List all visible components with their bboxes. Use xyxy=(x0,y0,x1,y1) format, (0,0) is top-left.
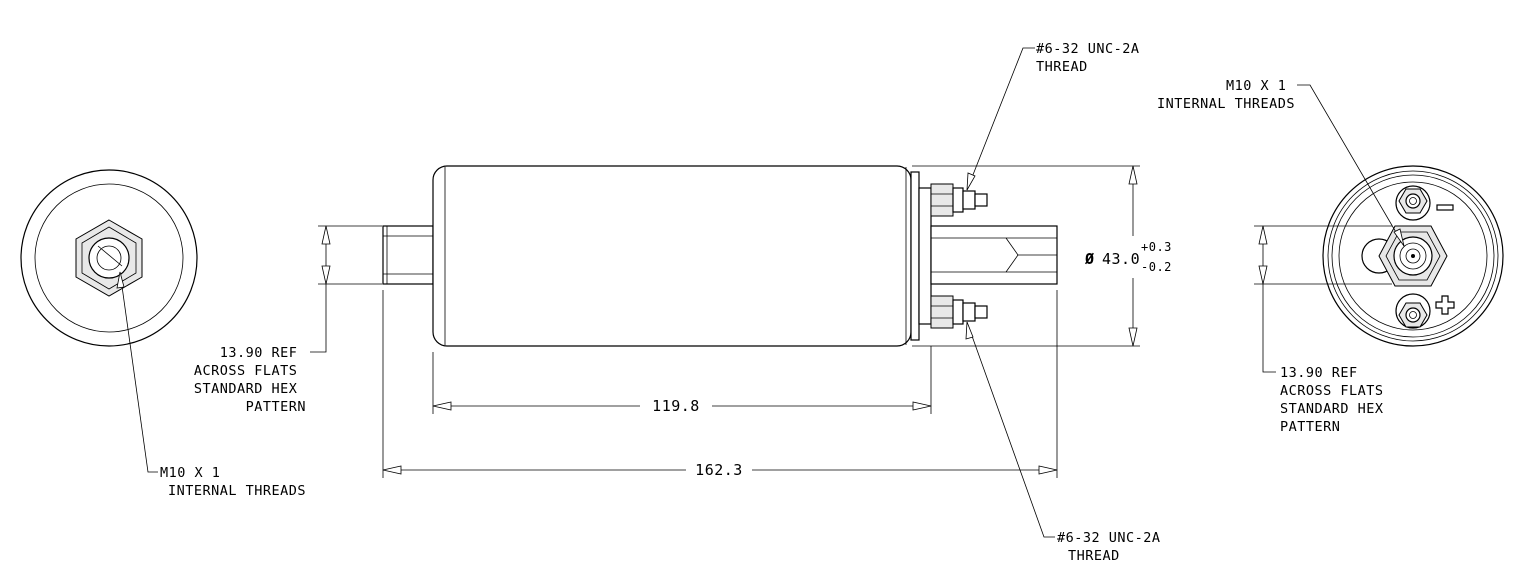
left-hex-line-3: STANDARD HEX xyxy=(194,381,298,397)
right-hex-line-3: STANDARD HEX xyxy=(1280,401,1384,417)
diameter-dimension xyxy=(912,165,1140,347)
right-hex-callout: 13.90 REF ACROSS FLATS STANDARD HEX PATT… xyxy=(1280,365,1392,435)
left-thread-callout: M10 X 1 INTERNAL THREADS xyxy=(160,465,306,499)
left-hex-inner xyxy=(81,226,137,290)
left-port-outer xyxy=(88,237,130,279)
right-hex-line-1: 13.90 REF xyxy=(1280,365,1358,381)
top-terminal-leader xyxy=(966,47,1035,191)
plus-icon xyxy=(1435,295,1455,315)
left-thread-line-2: INTERNAL THREADS xyxy=(168,483,306,499)
inlet-fitting xyxy=(382,225,434,285)
right-thread-line-2: INTERNAL THREADS xyxy=(1157,96,1295,112)
overall-length-value: 162.3 xyxy=(695,461,743,479)
left-hex-callout: 13.90 REF ACROSS FLATS STANDARD HEX PATT… xyxy=(194,345,306,415)
top-terminal-line-2: THREAD xyxy=(1036,59,1088,75)
right-thread-callout: M10 X 1 INTERNAL THREADS xyxy=(1157,78,1295,112)
minus-icon xyxy=(1436,204,1454,211)
left-port-slash xyxy=(97,245,123,267)
bottom-terminal-leader xyxy=(965,321,1055,538)
right-ring-3 xyxy=(1338,181,1488,331)
end-cap-ring xyxy=(918,187,932,325)
diameter-tol-minus: -0.2 xyxy=(1141,260,1172,274)
left-hex-line-2: ACROSS FLATS xyxy=(194,363,298,379)
diameter-value: 43.0 xyxy=(1102,250,1140,268)
top-terminal xyxy=(930,183,988,217)
right-hex-callout-leader xyxy=(1254,225,1392,373)
left-hex-line-1: 13.90 REF xyxy=(220,345,298,361)
top-terminal-line-1: #6-32 UNC-2A xyxy=(1036,41,1140,57)
end-cap-flange xyxy=(910,171,920,341)
pump-body xyxy=(432,165,912,347)
right-outer-circle xyxy=(1322,165,1504,347)
side-view xyxy=(382,165,1058,347)
bottom-terminal-line-1: #6-32 UNC-2A xyxy=(1057,530,1161,546)
right-ring-2 xyxy=(1331,174,1495,338)
left-thread-line-1: M10 X 1 xyxy=(160,465,220,481)
right-end-view xyxy=(1322,165,1504,347)
left-inner-circle xyxy=(34,183,184,333)
left-thread-leader xyxy=(116,271,158,473)
right-thread-line-1: M10 X 1 xyxy=(1226,78,1286,94)
diameter-tol-plus: +0.3 xyxy=(1141,240,1172,254)
top-terminal-callout: #6-32 UNC-2A THREAD xyxy=(1036,41,1148,75)
right-thread-leader xyxy=(1297,84,1405,247)
overall-length-dimension xyxy=(382,290,1058,478)
body-length-dimension xyxy=(432,346,932,414)
bottom-terminal-line-2: THREAD xyxy=(1068,548,1120,564)
diameter-symbol: Ø xyxy=(1084,250,1095,268)
left-outer-circle xyxy=(20,169,198,347)
right-hex-line-2: ACROSS FLATS xyxy=(1280,383,1384,399)
left-end-view xyxy=(20,169,198,347)
left-hex-callout-leader xyxy=(310,225,382,353)
left-port-inner xyxy=(96,245,122,271)
bottom-terminal-callout: #6-32 UNC-2A THREAD xyxy=(1057,530,1169,564)
body-length-value: 119.8 xyxy=(652,397,700,415)
left-hex-line-4: PATTERN xyxy=(246,399,306,415)
right-hex-line-4: PATTERN xyxy=(1280,419,1340,435)
right-ring-1 xyxy=(1327,170,1499,342)
bottom-terminal xyxy=(930,295,988,329)
